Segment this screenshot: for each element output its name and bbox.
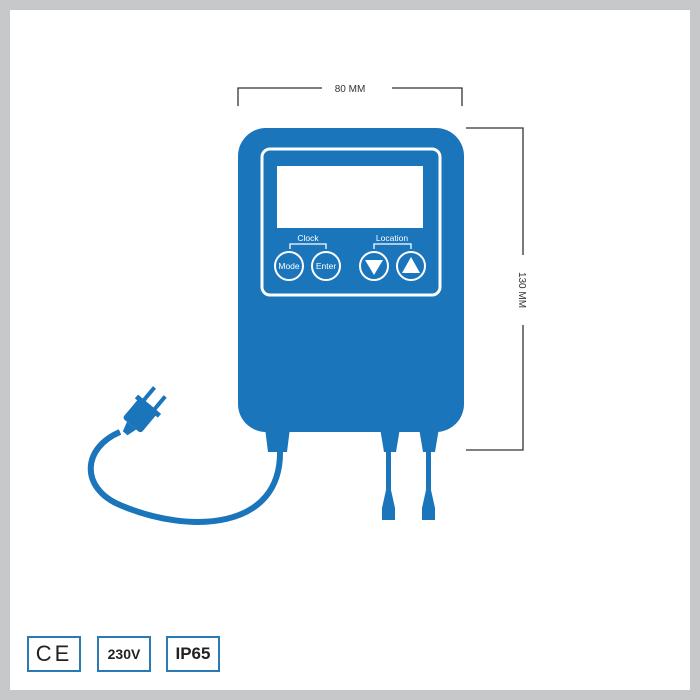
ce-badge: CE (27, 636, 81, 672)
voltage-text: 230V (107, 646, 141, 662)
up-button[interactable] (396, 251, 426, 281)
voltage-badge: 230V (97, 636, 151, 672)
ip-rating-badge: IP65 (166, 636, 220, 672)
location-label: Location (376, 233, 408, 243)
clock-bracket (289, 243, 327, 249)
ip-rating-text: IP65 (175, 644, 211, 663)
enter-button-label: Enter (316, 261, 336, 271)
plug-icon (122, 386, 167, 436)
mode-button-label: Mode (278, 261, 300, 271)
power-cable (87, 429, 284, 525)
output-cables (265, 428, 439, 520)
mode-button[interactable]: Mode (274, 251, 304, 281)
display-screen (277, 166, 423, 228)
clock-label: Clock (297, 233, 319, 243)
height-label: 130 MM (516, 272, 527, 308)
ce-mark: CE (35, 641, 73, 666)
width-label: 80 MM (335, 84, 366, 95)
control-panel (260, 147, 442, 297)
height-dimension (466, 127, 524, 451)
enter-button[interactable]: Enter (311, 251, 341, 281)
triangle-down-icon (365, 260, 383, 275)
triangle-up-icon (402, 257, 420, 273)
width-dimension (237, 87, 463, 106)
down-button[interactable] (359, 251, 389, 281)
location-bracket (373, 243, 412, 249)
